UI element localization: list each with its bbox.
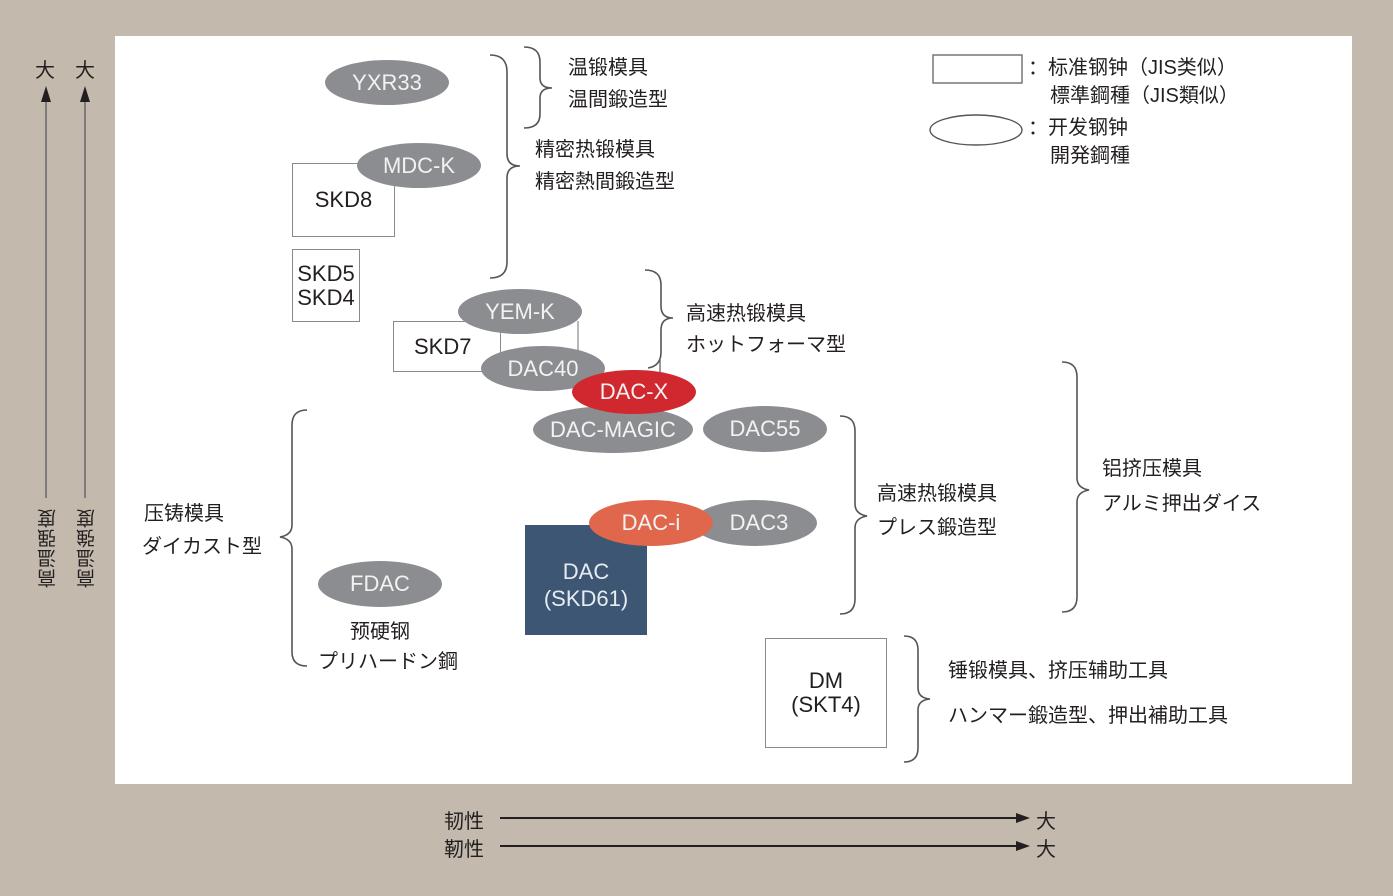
steel-skd5-skd4: SKD5 SKD4 [292,249,360,322]
steel-dac40-label: DAC40 [507,355,579,381]
legend-rect-icon [932,54,1023,84]
steel-dac-magic-label: DAC-MAGIC [550,416,676,442]
steel-dac3: DAC3 [693,500,817,546]
x-axis-label-jp: 靭性 [444,839,484,861]
steel-skt4-label: (SKT4) [791,692,861,717]
legend-standard-jp: 標準鋼種（JIS類似） [1050,85,1239,107]
app-hammer-forging-jp: ハンマー鍛造型、押出補助工具 [948,705,1228,727]
y-axis-arrowhead-cn [41,86,51,102]
steel-skd8-label: SKD8 [314,187,373,212]
steel-dac55-label: DAC55 [729,416,801,441]
app-prehardened-jp: プリハードン鋼 [318,651,458,673]
steel-dac-i: DAC-i [589,500,713,546]
steel-dac-i-label: DAC-i [621,510,681,535]
brace-precision-hot-forging [489,54,521,279]
steel-mdc-k-label: MDC-K [382,152,456,178]
steel-skd7-label: SKD7 [414,333,472,359]
x-axis-arrowhead-jp [1016,841,1030,851]
y-axis-arrowhead-jp [80,86,90,102]
brace-die-casting [279,409,308,667]
app-precision-hot-forging-cn: 精密热锻模具 [535,139,655,161]
legend-developed-cn: ：开发钢钟 [1028,117,1128,139]
steel-dac-magic: DAC-MAGIC [533,406,693,453]
x-axis-arrows [500,813,1030,851]
legend-standard-cn: ：标准钢钟（JIS类似） [1028,57,1237,79]
x-axis-arrowhead-cn [1016,813,1030,823]
steel-mdc-k: MDC-K [357,143,481,188]
y-axis-arrows [41,86,90,498]
app-press-forging-jp: プレス鍛造型 [877,517,997,539]
app-aluminum-extrusion-jp: アルミ押出ダイス [1102,493,1262,515]
steel-skd5-label: SKD5 [297,260,355,286]
app-precision-hot-forging-jp: 精密熱間鍛造型 [535,171,675,193]
app-hotformer-cn: 高速热锻模具 [686,303,806,325]
app-warm-forging-cn: 温锻模具 [568,57,648,79]
app-aluminum-extrusion-cn: 铝挤压模具 [1102,458,1202,480]
steel-yem-k-label: YEM-K [485,298,555,324]
steel-dac40: DAC40 [481,346,605,391]
app-hammer-forging-cn: 锤锻模具、挤压辅助工具 [948,660,1168,682]
steel-dac55: DAC55 [703,406,827,452]
app-warm-forging-jp: 温間鍛造型 [568,89,668,111]
legend-developed-jp: 開発鋼種 [1050,145,1130,167]
steel-dm-skt4: DM (SKT4) [765,638,887,748]
brace-warm-forging [523,46,553,129]
brace-press-forging [839,415,868,615]
app-hotformer-jp: ホットフォーマ型 [686,334,846,356]
steel-yem-k: YEM-K [458,289,582,334]
braces [279,46,1090,763]
brace-aluminum-extrusion [1061,361,1090,613]
steel-skd4-label: SKD4 [297,284,355,310]
steel-dac-label: DAC [562,559,610,584]
app-prehardened-cn: 预硬钢 [350,621,410,643]
brace-hotformer [644,269,674,369]
y-axis-label-cn: 高温强度 [38,508,59,588]
steel-dac-x: DAC-X [572,370,696,414]
steel-skd61-label: (SKD61) [543,586,629,611]
steel-dm-label: DM [808,668,844,693]
x-axis-end-label-jp: 大 [1036,839,1056,861]
steel-fdac-label: FDAC [350,571,410,596]
steel-dac-x-label: DAC-X [599,379,669,404]
app-die-casting-jp: ダイカスト型 [142,536,262,558]
brace-hammer-forging [903,635,931,763]
steel-fdac: FDAC [318,561,442,607]
x-axis-end-label-cn: 大 [1036,811,1056,833]
steel-yxr33-label: YXR33 [352,69,422,95]
legend-ellipse-icon [929,114,1023,146]
y-axis-end-label-jp: 大 [75,60,95,82]
x-axis-label-cn: 韧性 [444,811,484,833]
y-axis-end-label-cn: 大 [35,60,55,82]
app-press-forging-cn: 高速热锻模具 [877,483,997,505]
steel-dac3-label: DAC3 [729,510,789,535]
steel-yxr33: YXR33 [325,60,449,105]
app-die-casting-cn: 压铸模具 [144,503,224,525]
y-axis-label-jp: 高温強度 [77,508,98,588]
